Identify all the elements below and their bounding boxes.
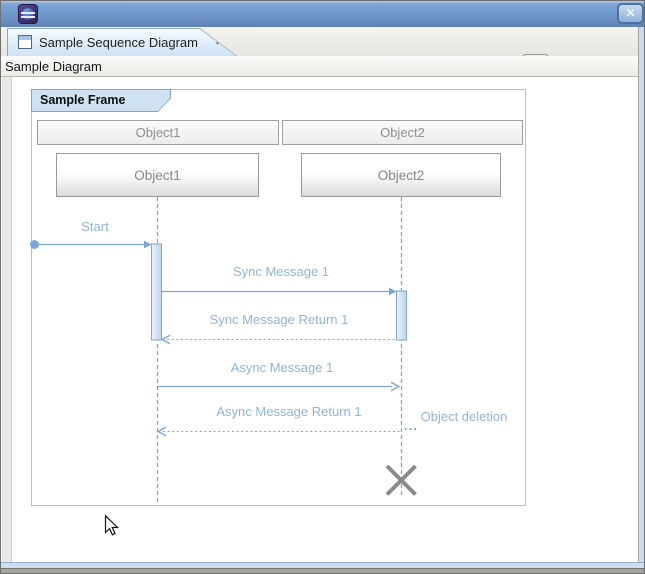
eclipse-logo-stripe bbox=[21, 12, 35, 14]
message-label-sync-return-1[interactable]: Sync Message Return 1 bbox=[209, 312, 349, 327]
diagram-file-icon bbox=[18, 35, 32, 49]
window-bottom-border bbox=[1, 562, 644, 568]
eclipse-logo-stripe bbox=[21, 16, 35, 18]
tab-sample-sequence-diagram[interactable]: Sample Sequence Diagram ✕ bbox=[7, 28, 237, 56]
lifeline-header-object2[interactable]: Object2 bbox=[282, 120, 523, 145]
message-label-async-return-1[interactable]: Async Message Return 1 bbox=[216, 404, 362, 419]
diagram-file-icon-titlebar bbox=[19, 36, 31, 40]
window-right-border bbox=[639, 27, 644, 562]
lifeline-header-object1[interactable]: Object1 bbox=[37, 120, 279, 145]
lifeline-box-object2[interactable]: Object2 bbox=[301, 153, 501, 197]
object-deletion-label[interactable]: Object deletion bbox=[420, 409, 508, 424]
editor-tab-bar: Sample Sequence Diagram ✕ bbox=[1, 27, 644, 81]
window-bottom-trim bbox=[1, 568, 644, 573]
sequence-interaction-frame[interactable] bbox=[31, 89, 526, 506]
frame-label-pentagon[interactable]: Sample Frame bbox=[31, 89, 171, 112]
breadcrumb-label: Sample Diagram bbox=[5, 59, 102, 74]
frame-label-fill: Sample Frame bbox=[32, 90, 170, 111]
message-label-sync-1[interactable]: Sync Message 1 bbox=[232, 264, 330, 279]
canvas-left-margin bbox=[2, 77, 12, 562]
lifeline-box-object1[interactable]: Object1 bbox=[56, 153, 259, 197]
eclipse-app-icon bbox=[18, 4, 38, 24]
window-close-button[interactable]: ✕ bbox=[617, 3, 644, 24]
breadcrumb: Sample Diagram bbox=[1, 56, 644, 77]
window-right-edge-line bbox=[638, 27, 639, 562]
frame-label-text: Sample Frame bbox=[40, 93, 126, 107]
tab-close-icon[interactable]: ✕ bbox=[215, 34, 226, 48]
message-label-start[interactable]: Start bbox=[81, 219, 109, 234]
tab-sample-sequence-diagram-fill[interactable]: Sample Sequence Diagram ✕ bbox=[8, 29, 236, 56]
message-label-async-1[interactable]: Async Message 1 bbox=[230, 360, 334, 375]
window-titlebar[interactable]: ✕ bbox=[1, 1, 644, 28]
tab-label: Sample Sequence Diagram bbox=[39, 35, 198, 50]
object-deletion-ellipsis: ... bbox=[404, 418, 418, 433]
eclipse-logo-sphere bbox=[22, 8, 34, 20]
